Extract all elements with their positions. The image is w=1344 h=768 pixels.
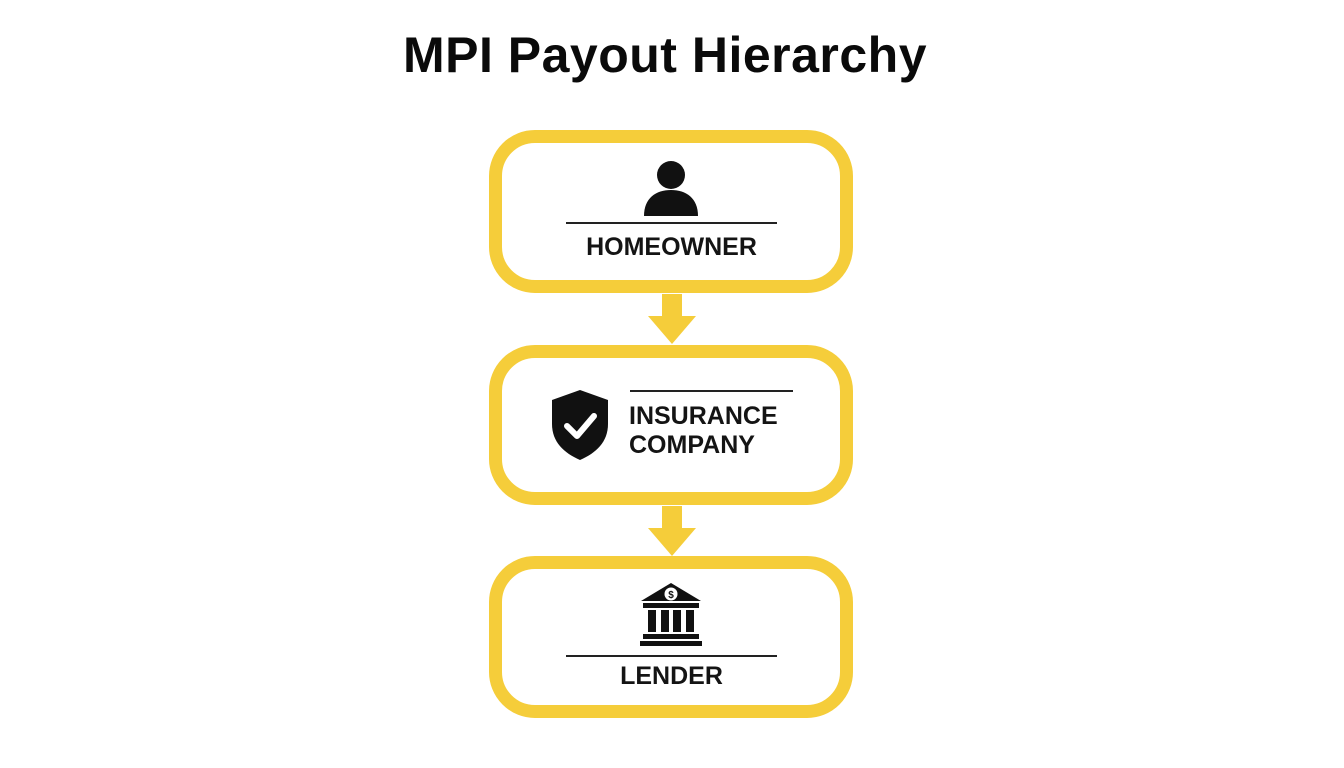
diagram-title: MPI Payout Hierarchy — [402, 27, 928, 83]
arrow-down-icon — [648, 294, 696, 344]
node-insurance-company — [489, 345, 853, 505]
bank-icon: $ — [640, 583, 702, 646]
svg-text:$: $ — [668, 590, 674, 601]
node-insurance-label-line1: INSURANCE — [629, 402, 778, 430]
node-insurance-label: INSURANCE COMPANY — [629, 402, 778, 460]
person-icon — [644, 161, 698, 216]
node-insurance-divider — [630, 390, 793, 392]
node-homeowner-divider — [566, 222, 777, 224]
node-homeowner-label: HOMEOWNER — [586, 233, 757, 261]
node-lender-divider — [566, 655, 777, 657]
arrow-down-icon — [648, 506, 696, 556]
shield-check-icon — [552, 390, 608, 460]
node-insurance-label-line2: COMPANY — [629, 431, 755, 459]
node-homeowner — [489, 130, 853, 293]
node-lender-label: LENDER — [620, 662, 723, 690]
